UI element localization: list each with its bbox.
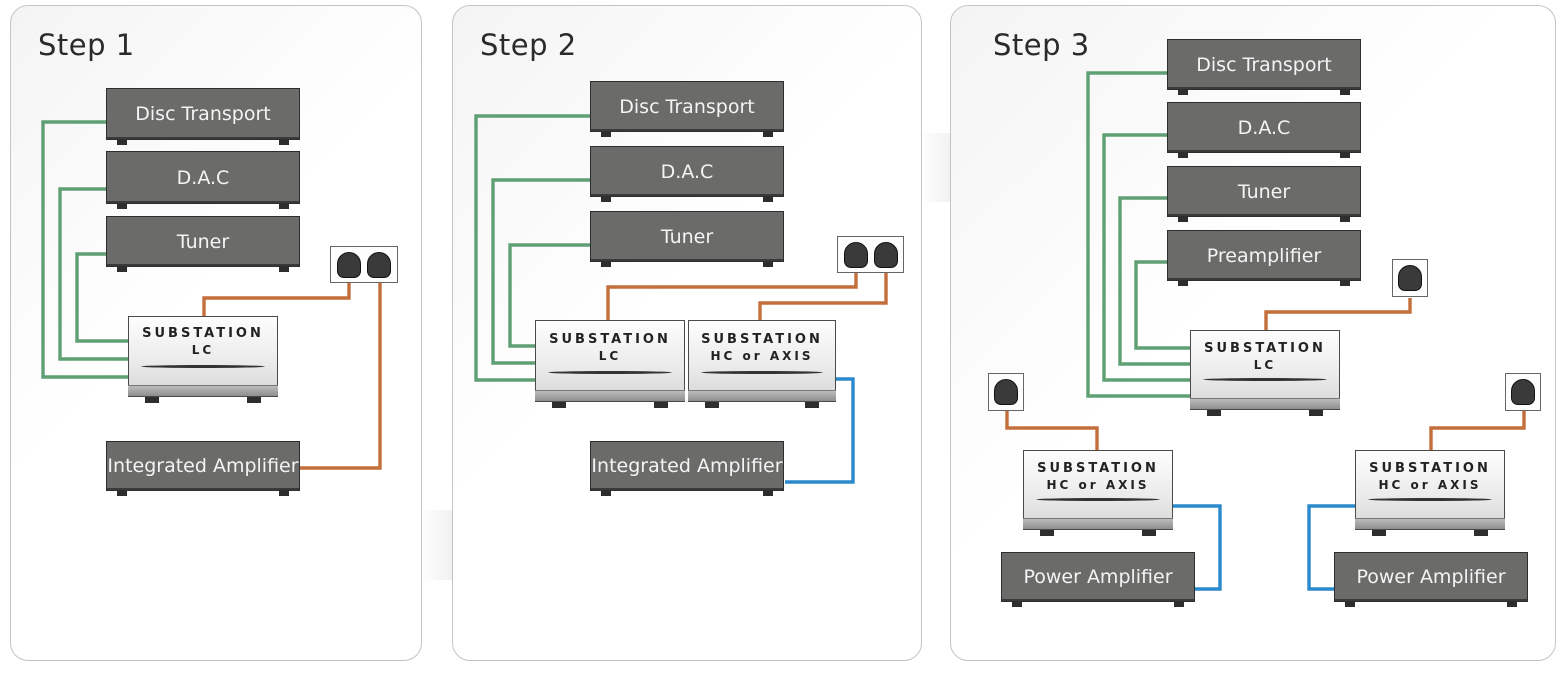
tuner-device: Tuner [106, 216, 300, 272]
substation-lc-unit: SUBSTATION LC [535, 320, 685, 408]
substation-model: HC or AXIS [1046, 478, 1150, 492]
disc-transport-device: Disc Transport [1167, 39, 1361, 95]
substation-lc-unit: SUBSTATION LC [1190, 330, 1340, 416]
device-label: Integrated Amplifier [591, 455, 783, 477]
dac-device: D.A.C [590, 146, 784, 202]
substation-label: SUBSTATION [549, 332, 671, 347]
substation-model: LC [191, 343, 215, 357]
tuner-device: Tuner [1167, 166, 1361, 222]
disc-transport-device: Disc Transport [106, 88, 300, 145]
dac-device: D.A.C [106, 151, 300, 209]
device-label: Power Amplifier [1023, 566, 1173, 588]
substation-lc-unit: SUBSTATION LC [128, 316, 278, 403]
device-label: Disc Transport [1196, 53, 1332, 76]
plug-icon [337, 252, 361, 278]
disc-transport-device: Disc Transport [590, 81, 784, 137]
preamplifier-device: Preamplifier [1167, 230, 1361, 286]
device-label: D.A.C [1237, 116, 1291, 139]
tuner-device: Tuner [590, 211, 784, 267]
device-label: Preamplifier [1206, 244, 1322, 267]
dac-device: D.A.C [1167, 102, 1361, 158]
device-label: D.A.C [660, 160, 714, 183]
substation-hc-axis-unit: SUBSTATION HC or AXIS [1355, 450, 1505, 536]
device-label: Disc Transport [135, 103, 271, 125]
substation-model: HC or AXIS [710, 349, 814, 363]
plug-icon [844, 242, 868, 268]
plug-icon [1511, 379, 1535, 405]
substation-model: HC or AXIS [1378, 478, 1482, 492]
substation-label: SUBSTATION [142, 326, 264, 341]
device-label: Power Amplifier [1356, 566, 1506, 588]
integrated-amplifier-device: Integrated Amplifier [106, 441, 300, 496]
wall-socket [1505, 373, 1541, 411]
substation-model: LC [598, 349, 622, 363]
substation-label: SUBSTATION [1037, 461, 1159, 476]
device-label: D.A.C [176, 166, 230, 189]
substation-model: LC [1253, 358, 1277, 372]
substation-label: SUBSTATION [1369, 461, 1491, 476]
device-label: Disc Transport [619, 95, 755, 118]
plug-icon [1398, 265, 1422, 291]
plug-icon [994, 379, 1018, 405]
wall-socket [988, 373, 1024, 411]
substation-hc-axis-unit: SUBSTATION HC or AXIS [1023, 450, 1173, 536]
wall-socket [837, 236, 904, 273]
device-label: Integrated Amplifier [107, 455, 299, 477]
power-amplifier-device: Power Amplifier [1001, 552, 1195, 607]
device-label: Tuner [1237, 180, 1291, 203]
plug-icon [367, 252, 391, 278]
step-1-title: Step 1 [38, 28, 135, 62]
power-amplifier-device: Power Amplifier [1334, 552, 1528, 607]
substation-hc-axis-unit: SUBSTATION HC or AXIS [688, 320, 836, 408]
substation-label: SUBSTATION [1204, 341, 1326, 356]
device-label: Tuner [660, 225, 714, 248]
wall-socket [1392, 259, 1428, 297]
wall-socket [330, 246, 398, 283]
substation-label: SUBSTATION [701, 332, 823, 347]
device-label: Tuner [176, 230, 230, 253]
integrated-amplifier-device: Integrated Amplifier [590, 441, 784, 496]
step-3-title: Step 3 [993, 28, 1090, 62]
step-2-title: Step 2 [480, 28, 577, 62]
plug-icon [874, 242, 898, 268]
